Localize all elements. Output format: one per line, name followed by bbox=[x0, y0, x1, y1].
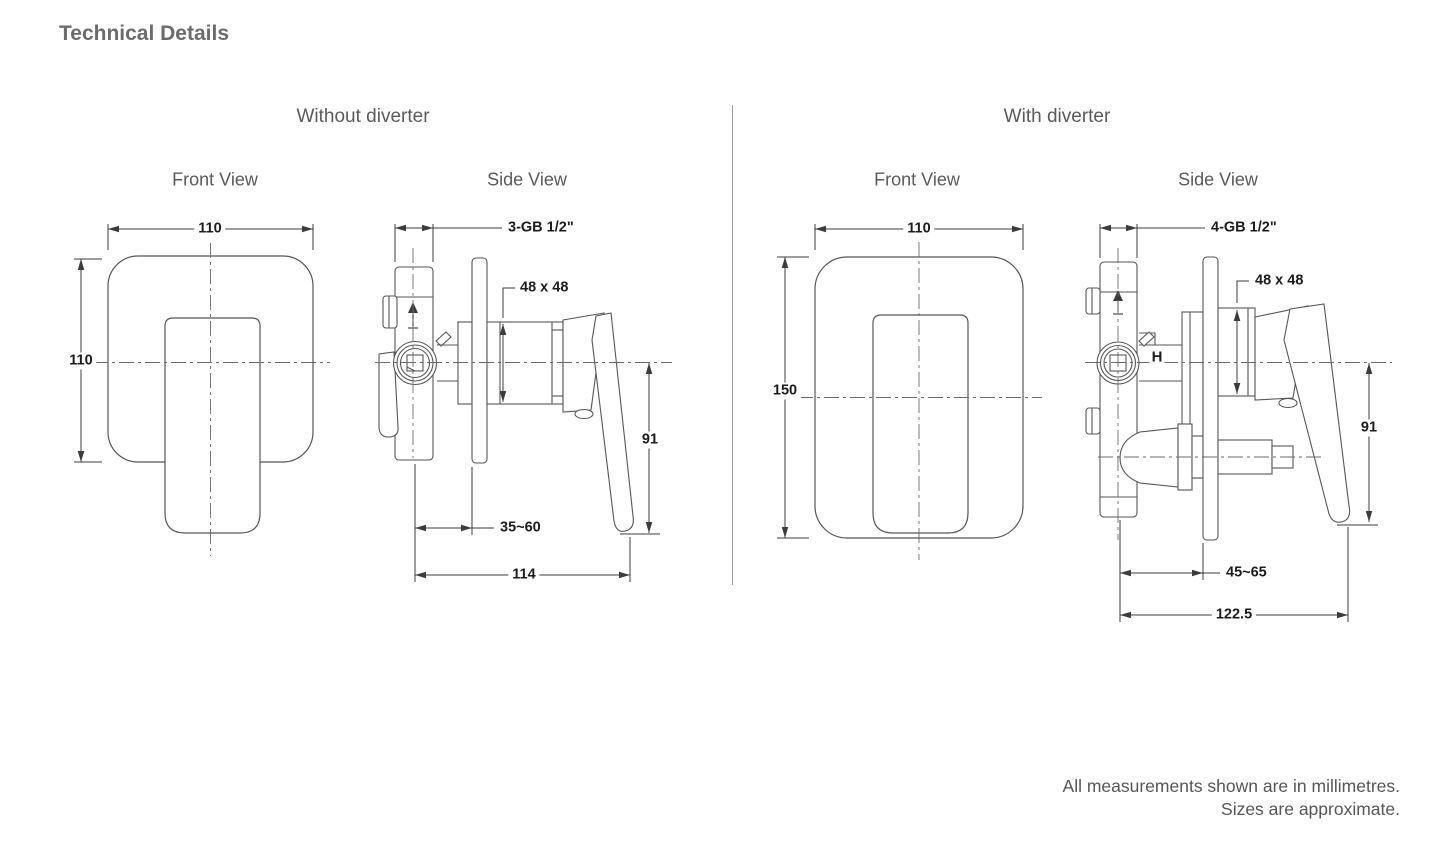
dim-front-width-with: 110 bbox=[903, 220, 935, 238]
dim-cartridge-with: 48 x 48 bbox=[1251, 272, 1308, 290]
dim-overall-depth-without: 114 bbox=[508, 566, 540, 584]
wall-plate-side bbox=[1202, 256, 1219, 541]
front-view-heading-with: Front View bbox=[874, 169, 960, 190]
wall-plate-side bbox=[471, 257, 488, 464]
dim-front-width-without: 110 bbox=[194, 220, 226, 238]
handle-lever bbox=[591, 312, 634, 532]
dim-inlet-ports-without: 3-GB 1/2" bbox=[504, 219, 578, 237]
dim-rough-in-with: 45~65 bbox=[1222, 564, 1271, 582]
page-title: Technical Details bbox=[59, 22, 230, 45]
handle-outline bbox=[164, 317, 261, 534]
front-view-heading-without: Front View bbox=[172, 169, 258, 190]
section-title-without-diverter: Without diverter bbox=[296, 106, 430, 127]
front-view-with-diverter bbox=[814, 256, 1024, 539]
dim-cartridge-without: 48 x 48 bbox=[516, 279, 573, 297]
side-view-without-diverter bbox=[378, 257, 634, 532]
dim-overall-depth-with: 122.5 bbox=[1211, 606, 1257, 624]
front-view-1-centerlines bbox=[93, 243, 330, 556]
side-view-heading-without: Side View bbox=[487, 169, 567, 190]
dim-handle-drop-with: 91 bbox=[1356, 419, 1382, 437]
measurement-note-line1: All measurements shown are in millimetre… bbox=[1062, 776, 1400, 796]
diverter-knob bbox=[1119, 427, 1179, 488]
front-view-2-centerlines bbox=[798, 242, 1042, 560]
hot-port-marker: H bbox=[1149, 348, 1165, 366]
dim-front-height-with: 150 bbox=[768, 382, 802, 400]
dim-rough-in-without: 35~60 bbox=[496, 519, 545, 537]
section-title-with-diverter: With diverter bbox=[1003, 106, 1111, 127]
measurement-note-line2: Sizes are approximate. bbox=[1221, 799, 1400, 819]
measurement-note: All measurements shown are in millimetre… bbox=[1063, 775, 1400, 821]
dim-handle-drop-without: 91 bbox=[637, 431, 663, 449]
side-view-2-centerlines bbox=[1085, 248, 1392, 540]
handle-lever bbox=[1283, 303, 1351, 523]
dim-front-height-without: 110 bbox=[65, 352, 97, 370]
dim-inlet-ports-with: 4-GB 1/2" bbox=[1207, 219, 1281, 237]
side-view-1-centerlines bbox=[375, 248, 672, 458]
side-view-with-diverter bbox=[1085, 256, 1351, 541]
side-view-heading-with: Side View bbox=[1178, 169, 1258, 190]
handle-outline bbox=[872, 314, 969, 534]
